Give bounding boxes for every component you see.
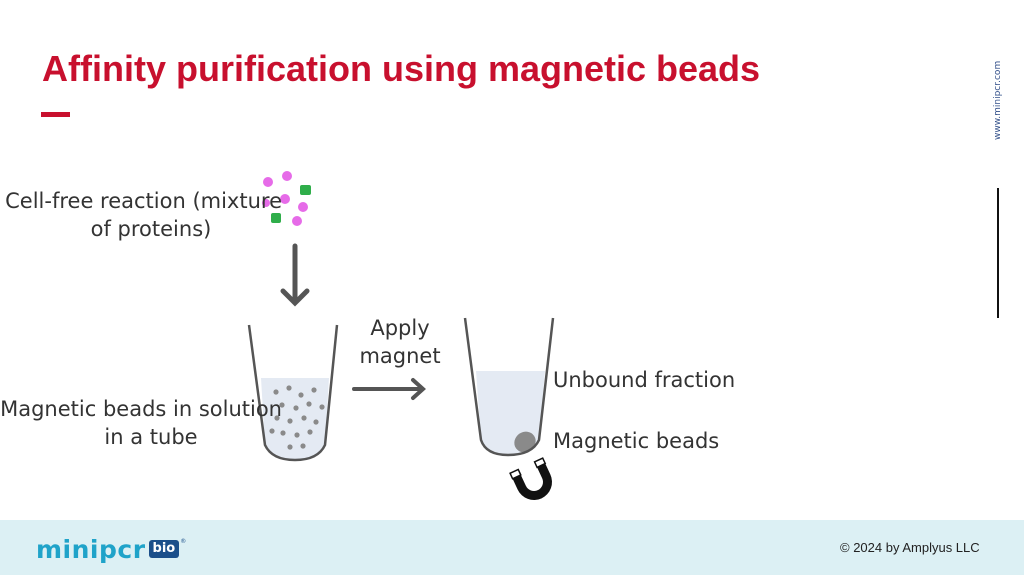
protein-pink (292, 216, 302, 226)
side-divider (997, 188, 999, 318)
bead-pellet (514, 431, 536, 453)
logo-badge: bio (148, 540, 180, 558)
protein-mixture (262, 171, 311, 226)
label-apply-magnet: Apply magnet (359, 316, 441, 368)
label-beads-in-solution: Magnetic beads in solution in a tube (0, 397, 282, 449)
minipcr-logo: minipcr bio ® (36, 534, 186, 564)
logo-registered-mark: ® (180, 538, 187, 545)
logo-text: minipcr (36, 534, 146, 564)
magnet-icon (509, 457, 552, 500)
label-unbound-fraction: Unbound fraction (553, 368, 736, 392)
label-reaction-mixture: Cell-free reaction (mixture of proteins) (5, 189, 282, 241)
beads-in-solution (269, 385, 325, 450)
protein-pink (282, 171, 292, 181)
slide-title: Affinity purification using magnetic bea… (42, 48, 761, 89)
down-arrow (280, 243, 310, 307)
tube-after (463, 317, 555, 457)
copyright-text: © 2024 by Amplyus LLC (840, 540, 980, 555)
title-underline (41, 112, 70, 117)
protein-pink (262, 199, 270, 207)
protein-green (300, 185, 311, 195)
protein-pink (280, 194, 290, 204)
footer-bar: minipcr bio ® © 2024 by Amplyus LLC (0, 520, 1024, 575)
protein-green (271, 213, 281, 223)
protein-pink (298, 202, 308, 212)
purification-diagram (247, 171, 555, 500)
right-arrow (352, 378, 426, 400)
label-magnetic-beads: Magnetic beads (553, 429, 720, 453)
tube-before (247, 324, 339, 462)
protein-pink (263, 177, 273, 187)
